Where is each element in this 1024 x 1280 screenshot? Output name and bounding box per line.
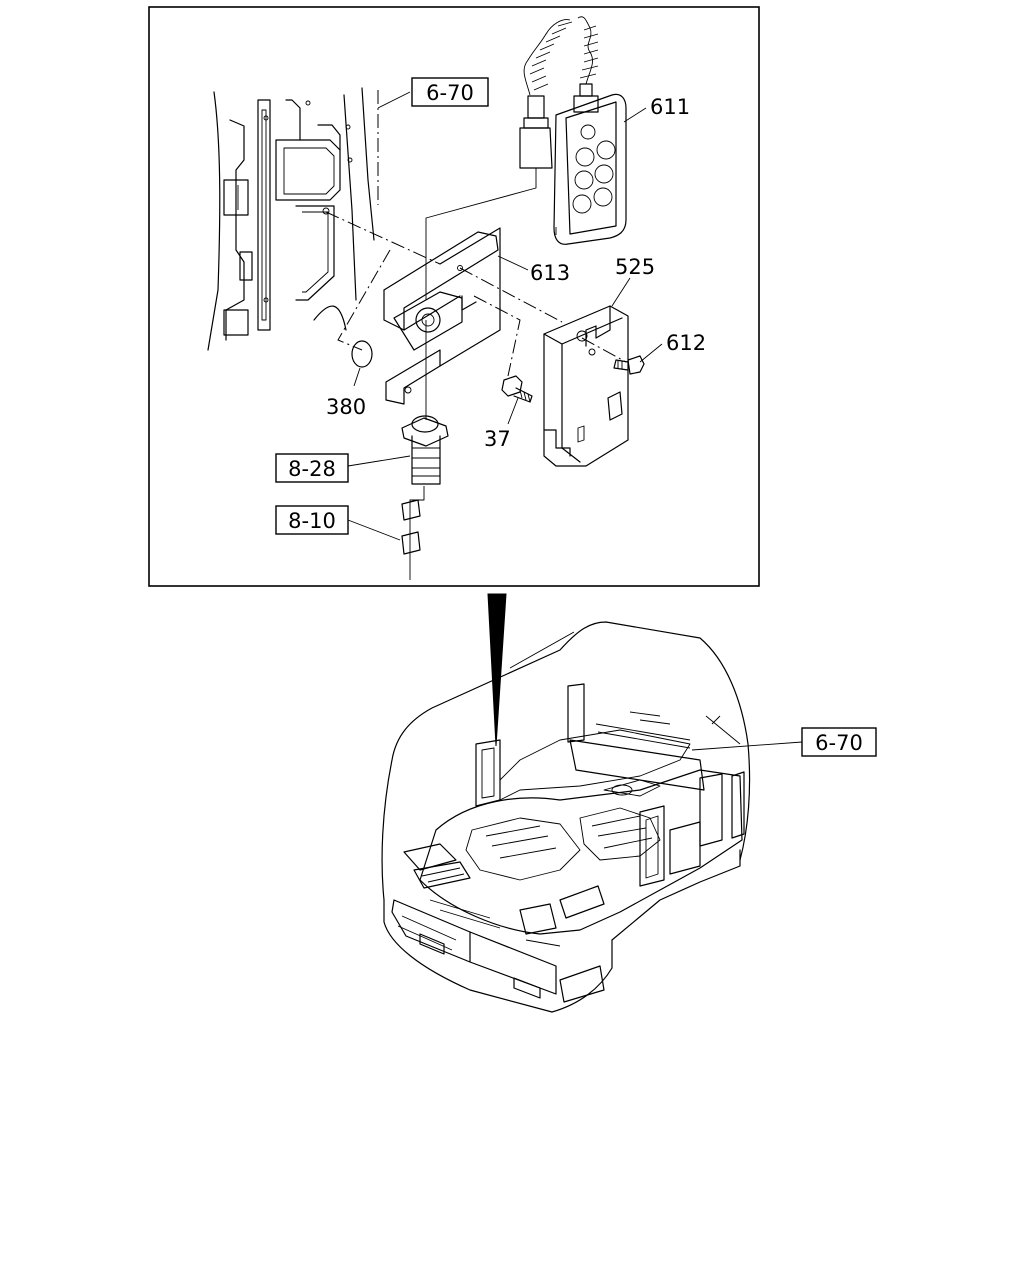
bolt-37	[501, 375, 533, 403]
cab-overview	[381, 621, 751, 1013]
connector-8-28	[401, 415, 449, 580]
callout-613: 613	[530, 261, 570, 285]
callout-8-28: 8-28	[288, 457, 336, 481]
cable-plug	[425, 95, 553, 300]
mounting-bracket	[383, 227, 501, 405]
callout-611: 611	[650, 95, 690, 119]
callout-6-70-top: 6-70	[426, 81, 474, 105]
detail-frame	[148, 6, 760, 587]
ref-box-6-70-cab	[801, 727, 877, 757]
callout-8-10: 8-10	[288, 509, 336, 533]
callout-6-70-cab: 6-70	[815, 731, 863, 755]
leader-lines	[347, 91, 803, 751]
callout-525: 525	[615, 255, 655, 279]
assembly-lines	[325, 211, 627, 420]
grommet	[351, 340, 373, 368]
harness-clips	[401, 499, 421, 555]
callout-612: 612	[666, 331, 706, 355]
coiled-cable	[523, 16, 599, 96]
ref-box-6-70-top	[411, 77, 489, 107]
ref-box-8-28	[275, 453, 349, 483]
cab-panel-structure	[207, 87, 379, 351]
remote-controller	[553, 83, 627, 245]
ref-box-8-10	[275, 505, 349, 535]
cover-525	[543, 305, 629, 467]
detail-pointer	[487, 593, 507, 747]
callout-380: 380	[326, 395, 366, 419]
screw-612	[613, 355, 645, 375]
callout-37: 37	[484, 427, 511, 451]
